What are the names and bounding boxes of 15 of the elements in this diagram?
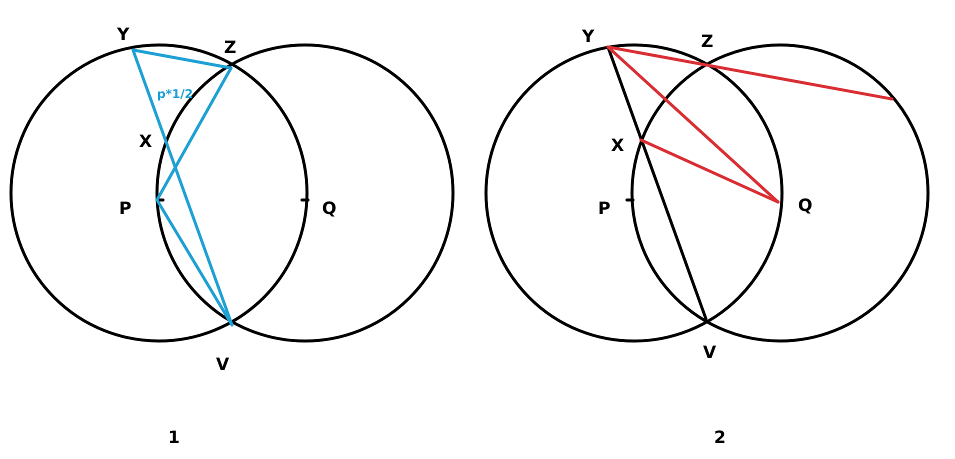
- point-label: Z: [224, 40, 236, 57]
- point-label: Y: [582, 29, 594, 46]
- point-label: V: [216, 357, 230, 374]
- point-label: V: [703, 345, 716, 362]
- point-label: Y: [117, 27, 130, 44]
- point-label: P: [119, 201, 132, 218]
- point-label: Z: [701, 34, 714, 51]
- figure-number: 1: [168, 430, 180, 447]
- point-label: X: [139, 134, 152, 151]
- point-label: Q: [322, 201, 336, 218]
- segment-label: p*1/2: [157, 88, 193, 100]
- point-label: X: [611, 138, 624, 155]
- point-label: P: [598, 201, 610, 218]
- figure-number: 2: [714, 430, 726, 447]
- point-label: Q: [798, 198, 812, 215]
